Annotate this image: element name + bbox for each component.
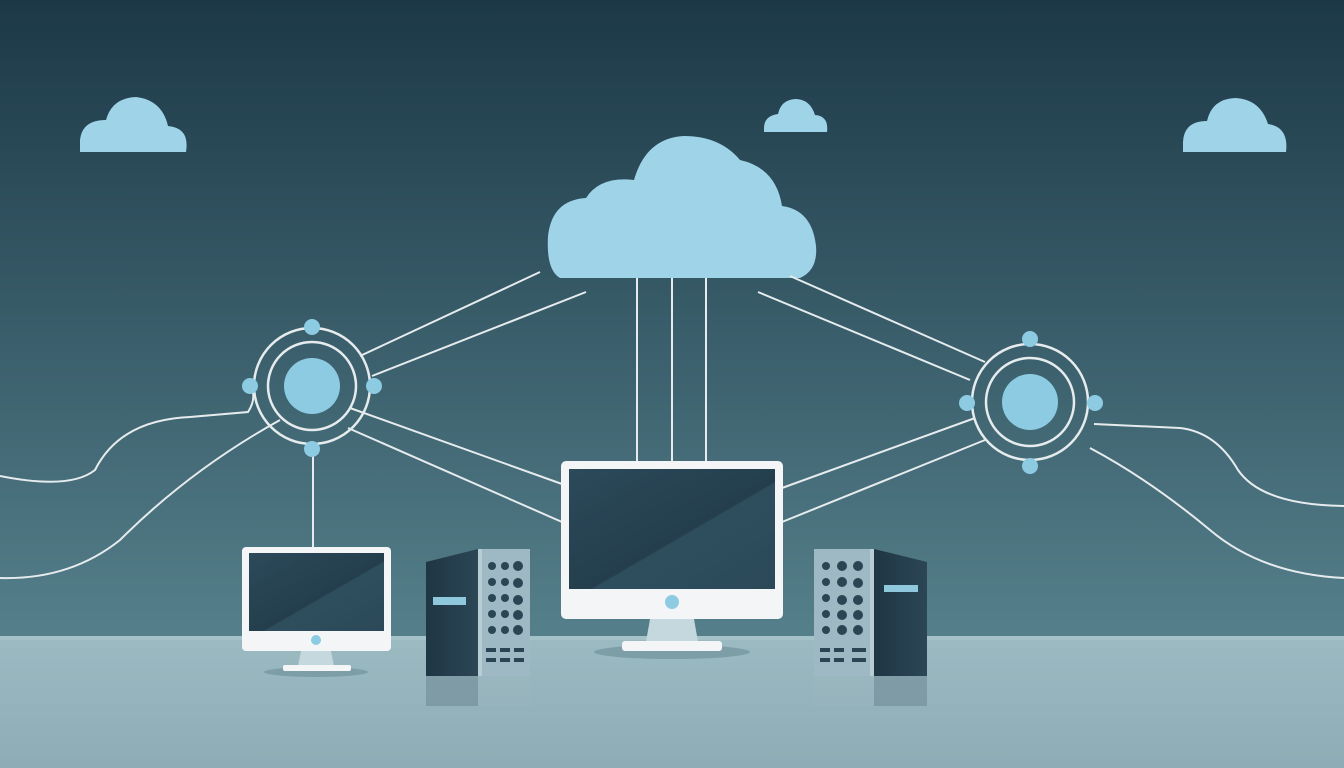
network-hub-icon [242,319,382,457]
cloud-icon [764,99,828,132]
network-hub-icon [959,331,1103,474]
monitor-icon [242,547,391,677]
cloud-icon [80,97,187,152]
cloud-icon [1183,98,1287,152]
network-connections [0,271,1344,580]
server-tower-icon [426,549,530,706]
monitor-icon [561,461,783,659]
cloud-icon [547,136,817,278]
server-tower-icon [814,549,927,706]
